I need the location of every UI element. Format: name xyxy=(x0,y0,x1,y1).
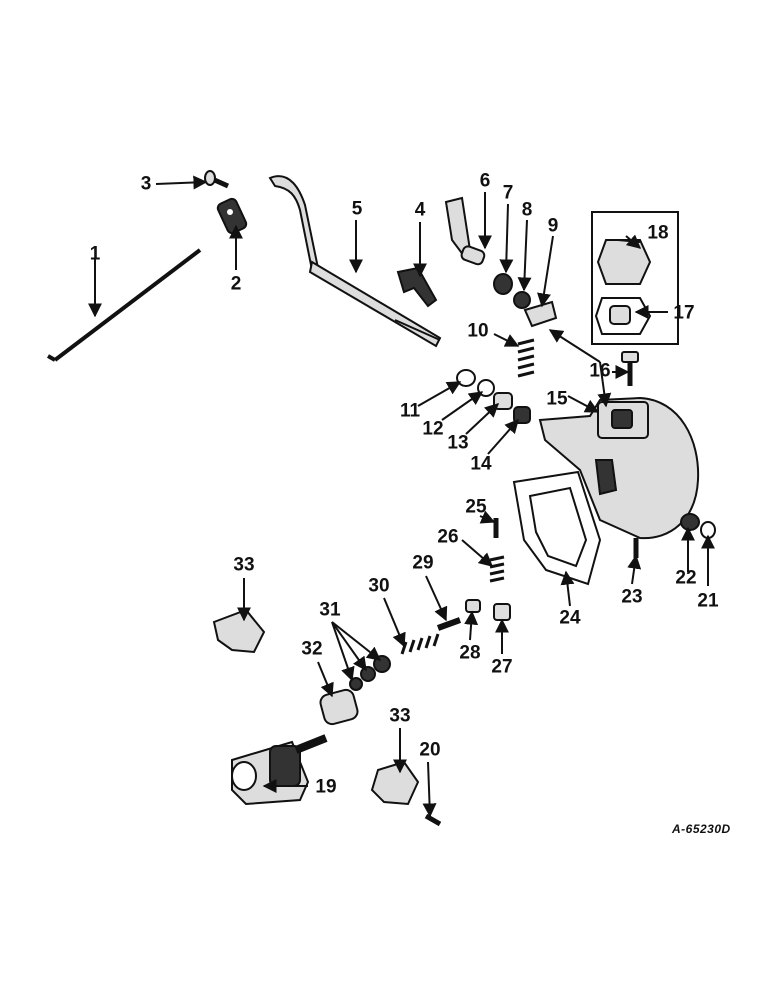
label-part-26: 26 xyxy=(437,526,459,548)
part-4-fork xyxy=(396,266,438,308)
part-32-sleeve xyxy=(319,688,359,726)
label-part-33-upper: 33 xyxy=(233,554,255,576)
part-31-ball-b xyxy=(360,666,376,682)
label-part-24: 24 xyxy=(559,607,581,629)
label-part-9: 9 xyxy=(547,215,559,237)
part-33-bracket-lower xyxy=(370,760,420,806)
part-6-lever-arm xyxy=(444,196,486,266)
part-30-spring xyxy=(400,633,440,655)
part-26-spring xyxy=(489,555,505,583)
part-22-nut xyxy=(680,513,700,531)
part-9-plate xyxy=(523,300,558,328)
drawing-code: A-65230D xyxy=(672,822,731,836)
part-29-pin xyxy=(436,617,462,631)
label-part-28: 28 xyxy=(459,642,481,664)
label-part-25: 25 xyxy=(465,496,487,518)
part-13-bushing xyxy=(493,392,513,410)
label-part-16: 16 xyxy=(589,360,611,382)
label-part-10: 10 xyxy=(467,320,489,342)
part-20-pin xyxy=(424,813,442,827)
label-part-20: 20 xyxy=(419,739,441,761)
label-part-13: 13 xyxy=(447,432,469,454)
label-part-8: 8 xyxy=(521,199,533,221)
label-part-33-lower: 33 xyxy=(389,705,411,727)
label-part-31: 31 xyxy=(319,599,341,621)
label-part-19: 19 xyxy=(315,776,337,798)
label-part-3: 3 xyxy=(140,173,152,195)
label-part-32: 32 xyxy=(301,638,323,660)
part-11-washer xyxy=(456,369,476,387)
label-part-7: 7 xyxy=(502,182,514,204)
gasket-inset-box xyxy=(591,211,679,345)
label-part-23: 23 xyxy=(621,586,643,608)
label-part-30: 30 xyxy=(368,575,390,597)
part-24-gasket xyxy=(512,470,602,586)
part-33-bracket-upper xyxy=(212,608,266,654)
label-part-29: 29 xyxy=(412,552,434,574)
label-part-21: 21 xyxy=(697,590,719,612)
housing-arrows xyxy=(548,329,612,408)
label-part-6: 6 xyxy=(479,170,491,192)
label-part-12: 12 xyxy=(422,418,444,440)
label-part-11: 11 xyxy=(399,400,421,422)
leader-lines xyxy=(88,175,715,818)
part-18-cover xyxy=(596,239,652,285)
label-part-2: 2 xyxy=(230,273,242,295)
label-part-1: 1 xyxy=(89,243,101,265)
part-16-bolt xyxy=(621,351,639,386)
part-7-bearing xyxy=(493,273,513,295)
label-part-17: 17 xyxy=(673,302,695,324)
part-21-washer xyxy=(700,521,716,539)
label-part-4: 4 xyxy=(414,199,426,221)
label-part-22: 22 xyxy=(675,567,697,589)
part-2-clevis xyxy=(216,197,248,235)
part-15-housing xyxy=(538,396,700,540)
part-5-shift-lever xyxy=(268,175,442,348)
label-part-18: 18 xyxy=(647,222,669,244)
label-part-5: 5 xyxy=(351,198,363,220)
part-3-pin xyxy=(204,170,230,189)
part-27-plug xyxy=(493,603,511,621)
label-part-27: 27 xyxy=(491,656,513,678)
part-28-plunger xyxy=(465,599,481,613)
label-part-15: 15 xyxy=(546,388,568,410)
part-10-spring xyxy=(517,338,535,378)
part-19-gear xyxy=(231,734,328,806)
part-1-rod xyxy=(47,248,202,362)
part-8-washer xyxy=(513,291,531,309)
label-part-14: 14 xyxy=(470,453,492,475)
